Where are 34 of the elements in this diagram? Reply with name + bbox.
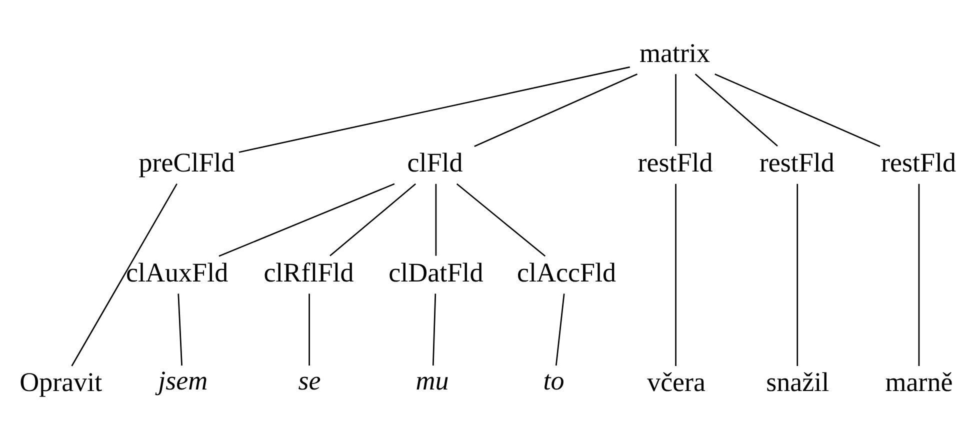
connector <box>555 294 565 366</box>
node-text: to <box>543 365 564 396</box>
node-text: se <box>298 365 321 396</box>
connector <box>796 184 798 366</box>
node-text: restFld <box>759 148 834 178</box>
connector <box>238 66 630 153</box>
connector <box>218 183 395 257</box>
node-text: clFld <box>407 148 463 178</box>
node-text: preClFld <box>138 148 235 178</box>
node-text: clDatFld <box>388 257 484 288</box>
node-text: mu <box>416 365 449 396</box>
node-text: clAccFld <box>517 257 616 288</box>
connector <box>435 184 437 256</box>
connector <box>675 74 676 146</box>
node-text: restFld <box>638 148 713 178</box>
connector <box>675 184 676 366</box>
node-text: Opravit <box>20 367 102 398</box>
node-text: marně <box>885 367 953 398</box>
connector <box>308 294 310 366</box>
node-text: restFld <box>880 148 956 178</box>
node-text: včera <box>647 367 706 398</box>
connector <box>694 74 778 147</box>
node-text: clRflFld <box>264 257 354 288</box>
connector <box>474 74 638 147</box>
connector <box>178 294 182 366</box>
node-text: snažil <box>766 367 830 398</box>
node-text: matrix <box>639 38 710 68</box>
connector <box>432 294 436 366</box>
node-text: clAuxFld <box>126 257 228 288</box>
connector <box>456 183 546 257</box>
connector <box>918 184 920 366</box>
connector <box>330 183 416 256</box>
connector <box>71 183 178 366</box>
connector <box>714 74 880 147</box>
